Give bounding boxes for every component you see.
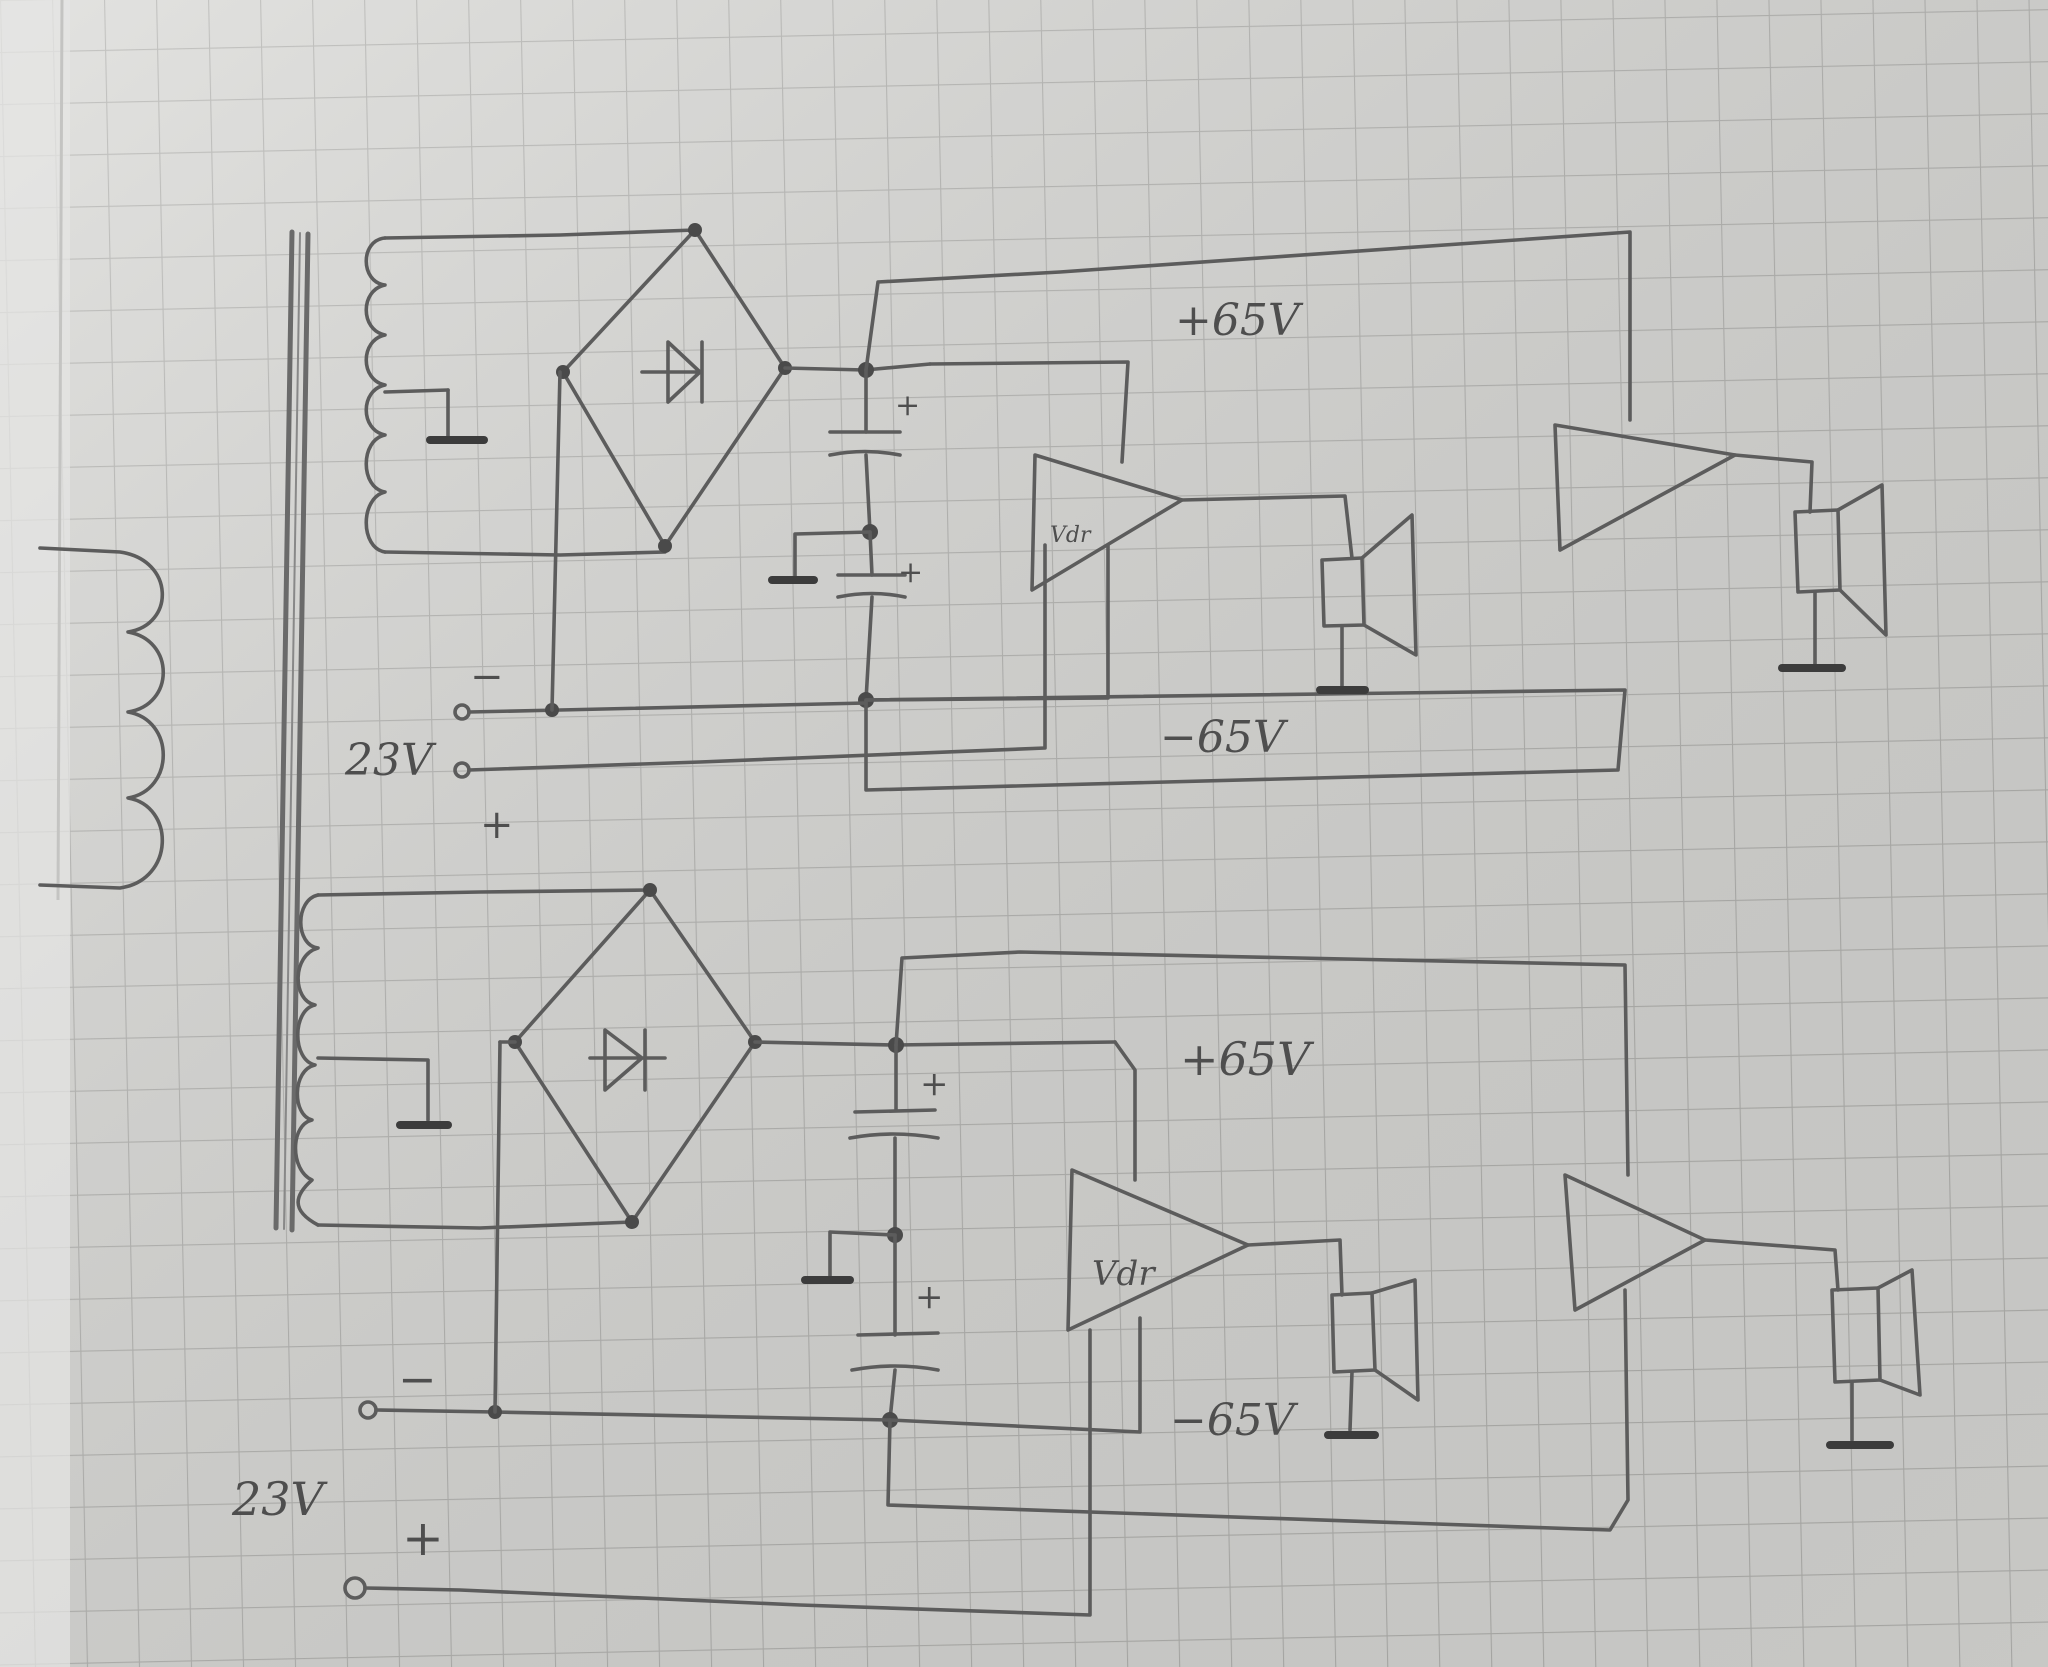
driver-label: Vdr — [1050, 523, 1092, 548]
speaker-icon — [1324, 1278, 1420, 1439]
capacitor-plus-sign: + — [895, 388, 920, 423]
capacitor-plus-sign: + — [915, 1277, 944, 1317]
speaker-icon — [1826, 1268, 1922, 1449]
secondary-winding-icon — [364, 236, 387, 554]
driver-amplifier-icon: Vdr — [1030, 453, 1184, 592]
input-plus-sign: + — [402, 1509, 444, 1567]
speaker-icon — [1778, 483, 1888, 672]
input-minus-sign: − — [398, 1352, 437, 1406]
supply-input-label: 23V — [344, 735, 437, 786]
positive-rail-label: +65V — [1180, 1032, 1315, 1086]
secondary-winding-icon — [293, 893, 320, 1227]
bridge-rectifier-icon — [508, 883, 762, 1229]
upper-circuit: + + +65V −65V 23V − + Vdr — [344, 223, 1888, 848]
capacitor-plus-sign: + — [920, 1064, 949, 1104]
positive-rail-label: +65V — [1175, 295, 1304, 346]
driver-amplifier-icon: Vdr — [1066, 1168, 1250, 1332]
capacitor-plus-sign: + — [898, 555, 923, 590]
supply-input-label: 23V — [231, 1472, 329, 1526]
power-amplifier-icon — [1563, 1173, 1707, 1312]
transformer-primary-icon — [38, 546, 165, 890]
input-plus-sign: + — [480, 802, 514, 848]
electrolytic-capacitor-icon — [848, 1043, 940, 1428]
bridge-rectifier-icon — [556, 223, 792, 553]
input-minus-sign: − — [470, 654, 504, 700]
negative-rail-label: −65V — [1160, 712, 1289, 763]
transformer-core-icon — [273, 229, 311, 1233]
lower-circuit: + + +65V −65V 23V − + Vdr — [231, 883, 1922, 1617]
negative-rail-label: −65V — [1170, 1395, 1299, 1446]
driver-label: Vdr — [1092, 1254, 1156, 1294]
speaker-icon — [1316, 513, 1418, 694]
power-amplifier-icon — [1553, 423, 1737, 552]
